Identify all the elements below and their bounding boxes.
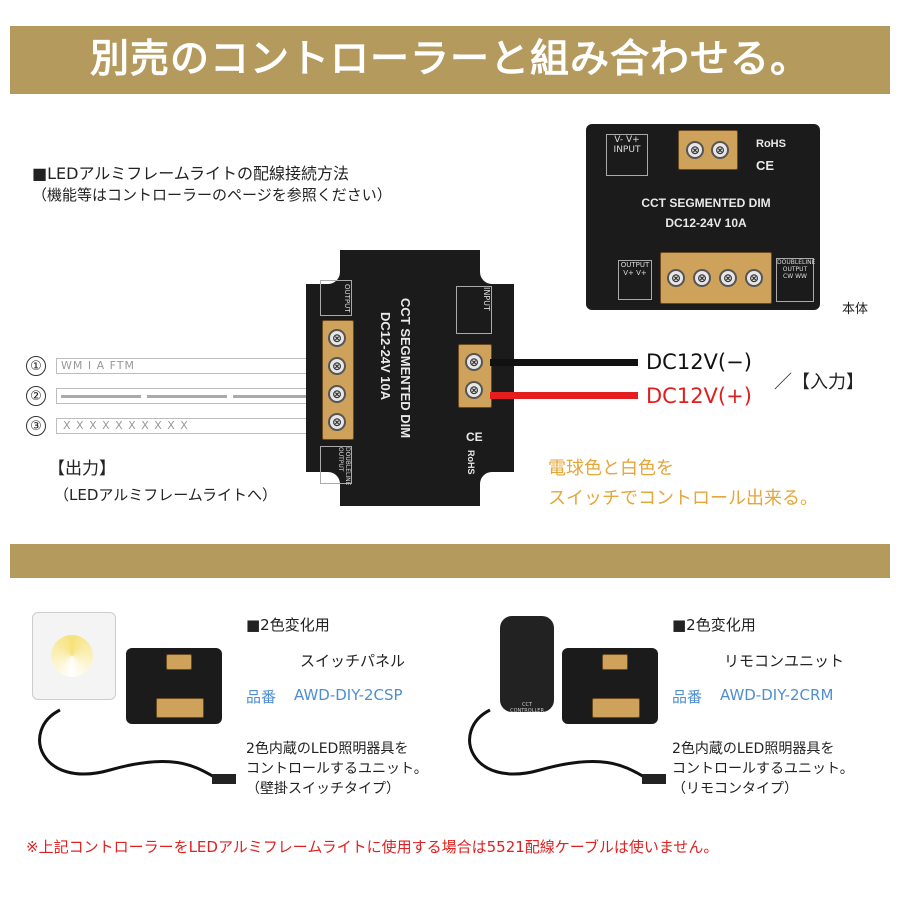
input-label-box: V- V+ INPUT bbox=[606, 134, 648, 176]
controller-name: CCT SEGMENTED DIM bbox=[641, 196, 771, 210]
screw-icon: ⊗ bbox=[711, 141, 729, 159]
doubleline-label-center: DOUBLELINE OUTPUT bbox=[320, 446, 352, 485]
banner-title: 別売のコントローラーと組み合わせる。 bbox=[89, 37, 810, 82]
screw-icon: ⊗ bbox=[693, 269, 711, 287]
wiring-subheading: （機能等はコントローラーのページを参照ください） bbox=[32, 186, 392, 204]
cable-icon bbox=[38, 708, 236, 784]
product2-desc3: （リモコンタイプ） bbox=[672, 781, 798, 797]
controller-body-photo: V- V+ INPUT ⊗ ⊗ RoHS CE CCT SEGMENTED DI… bbox=[586, 124, 820, 310]
input-label: ／【入力】 bbox=[774, 372, 864, 393]
led-strip-2 bbox=[56, 388, 320, 404]
screw-icon: ⊗ bbox=[719, 269, 737, 287]
row-number-1: ① bbox=[26, 356, 46, 376]
screw-icon: ⊗ bbox=[745, 269, 763, 287]
screw-icon: ⊗ bbox=[465, 381, 483, 399]
screw-icon: ⊗ bbox=[667, 269, 685, 287]
section-band bbox=[10, 544, 890, 578]
screw-icon: ⊗ bbox=[686, 141, 704, 159]
dial-icon bbox=[51, 635, 93, 677]
cable-icon bbox=[468, 708, 666, 784]
led-strip-3: X X X X X X X X X X bbox=[56, 418, 320, 434]
output-label-box: OUTPUT V+ V+ bbox=[618, 260, 652, 300]
product2-model: AWD-DIY-2CRM bbox=[720, 686, 834, 704]
input-terminal: ⊗ ⊗ bbox=[678, 130, 738, 170]
rohs-mark-center: RoHS bbox=[466, 450, 476, 475]
controller-center: ⊗ ⊗ ⊗ ⊗ OUTPUT DOUBLELINE OUTPUT CCT SEG… bbox=[306, 250, 514, 506]
wire-negative bbox=[490, 359, 638, 366]
screw-icon: ⊗ bbox=[328, 329, 346, 347]
row-number-3: ③ bbox=[26, 416, 46, 436]
product2-heading: ■2色変化用 bbox=[672, 616, 756, 634]
product2-type: リモコンユニット bbox=[724, 652, 845, 670]
remote-photo: CCT CONTROLLER bbox=[500, 616, 554, 714]
dc-plus-label: DC12V(+) bbox=[646, 384, 752, 408]
body-label: 本体 bbox=[842, 302, 869, 317]
wiring-heading: ■LEDアルミフレームライトの配線接続方法 bbox=[32, 164, 350, 183]
product1-heading: ■2色変化用 bbox=[246, 616, 330, 634]
doubleline-label-box: DOUBLELINE OUTPUT CW WW bbox=[776, 258, 815, 302]
controller-spec-center: DC12-24V 10A bbox=[378, 312, 393, 401]
screw-icon: ⊗ bbox=[328, 357, 346, 375]
controller-photo-2 bbox=[562, 648, 658, 724]
controller-name-center: CCT SEGMENTED DIM bbox=[398, 298, 413, 439]
product1-desc3: （壁掛スイッチタイプ） bbox=[246, 781, 400, 797]
controller-photo-1 bbox=[126, 648, 222, 724]
product1-model: AWD-DIY-2CSP bbox=[294, 686, 403, 704]
product2-model-label: 品番 bbox=[672, 688, 703, 706]
feature-line-1: 電球色と白色を bbox=[548, 458, 674, 479]
output-desc: （LEDアルミフレームライトへ） bbox=[54, 486, 278, 504]
led-strip-1: WM I A FTM bbox=[56, 358, 320, 374]
output-label-center: OUTPUT bbox=[320, 280, 352, 316]
product2-desc1: 2色内蔵のLED照明器具を bbox=[672, 741, 835, 757]
product1-type: スイッチパネル bbox=[300, 652, 406, 670]
output-title: 【出力】 bbox=[48, 459, 116, 479]
switch-panel-photo bbox=[32, 612, 116, 700]
input-terminal-center: ⊗ ⊗ bbox=[458, 344, 492, 408]
top-banner: 別売のコントローラーと組み合わせる。 bbox=[10, 26, 890, 94]
dc-minus-label: DC12V(−) bbox=[646, 350, 752, 374]
ce-mark-center: CE bbox=[466, 430, 483, 444]
product1-model-label: 品番 bbox=[246, 688, 277, 706]
screw-icon: ⊗ bbox=[328, 385, 346, 403]
rohs-mark: RoHS bbox=[756, 138, 786, 150]
output-terminal-center: ⊗ ⊗ ⊗ ⊗ bbox=[322, 320, 354, 440]
product1-desc1: 2色内蔵のLED照明器具を bbox=[246, 741, 409, 757]
controller-spec: DC12-24V 10A bbox=[665, 216, 747, 230]
row-number-2: ② bbox=[26, 386, 46, 406]
input-label-center: INPUT bbox=[456, 286, 492, 334]
output-terminal: ⊗ ⊗ ⊗ ⊗ bbox=[660, 252, 772, 304]
product2-desc2: コントロールするユニット。 bbox=[672, 761, 854, 777]
feature-line-2: スイッチでコントロール出来る。 bbox=[548, 488, 818, 509]
footer-note: ※上記コントローラーをLEDアルミフレームライトに使用する場合は5521配線ケー… bbox=[26, 838, 719, 856]
product1-desc2: コントロールするユニット。 bbox=[246, 761, 428, 777]
ce-mark: CE bbox=[756, 158, 775, 173]
wire-positive bbox=[490, 392, 638, 399]
screw-icon: ⊗ bbox=[328, 413, 346, 431]
screw-icon: ⊗ bbox=[465, 353, 483, 371]
